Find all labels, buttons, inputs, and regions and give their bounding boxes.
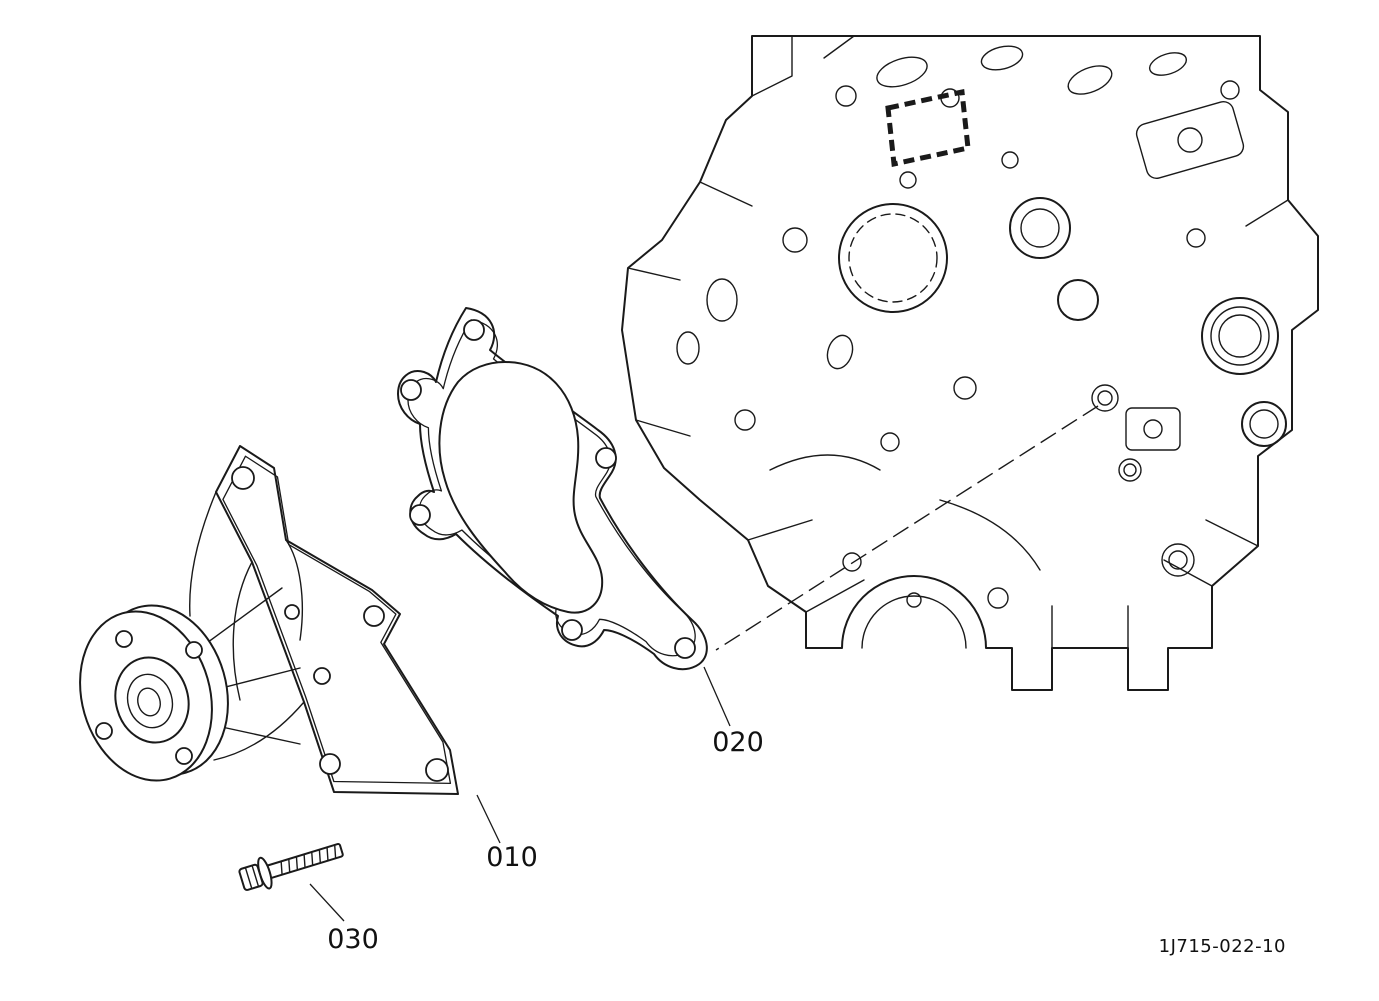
bolt-hole xyxy=(463,319,485,341)
water-pump xyxy=(79,445,459,795)
front-face-bores xyxy=(838,197,1287,447)
bolt-hole xyxy=(175,747,193,765)
bolt-hole xyxy=(231,466,255,490)
bolt-hole xyxy=(561,619,583,641)
camshaft-bore-inner xyxy=(848,213,938,303)
bolt-hole xyxy=(409,504,431,526)
flange-bolt xyxy=(238,843,344,891)
camshaft-bore xyxy=(838,203,948,313)
bolt-hole xyxy=(319,753,341,775)
bolt-hole xyxy=(284,604,300,620)
crankshaft-bore xyxy=(1201,297,1279,375)
bolt-hole xyxy=(115,630,133,648)
bolt-hole xyxy=(185,641,203,659)
main-bearing-saddle xyxy=(861,592,967,649)
hex-facet-line xyxy=(244,866,253,890)
bolt-hole xyxy=(363,605,385,627)
pump-plate-holes xyxy=(231,466,449,782)
figure-code: 1J715-022-10 xyxy=(1159,936,1286,957)
bolt-hole xyxy=(674,637,696,659)
block-bolt-holes xyxy=(676,151,1206,609)
engine-block xyxy=(621,35,1319,691)
bolt-hex-head xyxy=(238,863,264,891)
gasket-opening xyxy=(438,361,604,614)
engine-block-outline xyxy=(621,35,1319,691)
bolt-hole xyxy=(595,447,617,469)
bolt-threads xyxy=(280,844,337,876)
block-bosses xyxy=(1125,100,1245,451)
bolt-hole xyxy=(400,379,422,401)
hub-ring xyxy=(126,673,174,729)
hex-facet-line xyxy=(251,864,260,888)
bolt-hole xyxy=(313,667,331,685)
bolt-hole xyxy=(953,376,977,400)
block-rib-lines xyxy=(627,181,1289,649)
pump-pulley-flange xyxy=(79,604,229,782)
idler-bore xyxy=(1009,197,1071,259)
bolt-hole xyxy=(880,432,900,452)
callout-leader-lines xyxy=(309,666,731,922)
pump-mount-hole xyxy=(1091,384,1119,412)
leader-030 xyxy=(309,883,345,922)
hub-shoulder xyxy=(114,656,190,744)
leader-020 xyxy=(703,666,731,727)
bolt-hole xyxy=(425,758,449,782)
part-label-030[interactable]: 030 xyxy=(327,924,379,955)
leader-010 xyxy=(476,794,501,844)
gasket-bolt-holes xyxy=(400,319,696,659)
shaft-bore xyxy=(137,687,161,717)
assembly-axis-line xyxy=(715,405,1099,651)
timing-gasket-surface xyxy=(885,88,971,168)
part-label-020[interactable]: 020 xyxy=(712,727,764,758)
part-label-010[interactable]: 010 xyxy=(486,842,538,873)
bolt-hole xyxy=(95,722,113,740)
gasket xyxy=(397,307,708,671)
top-deck-holes xyxy=(751,35,1240,108)
